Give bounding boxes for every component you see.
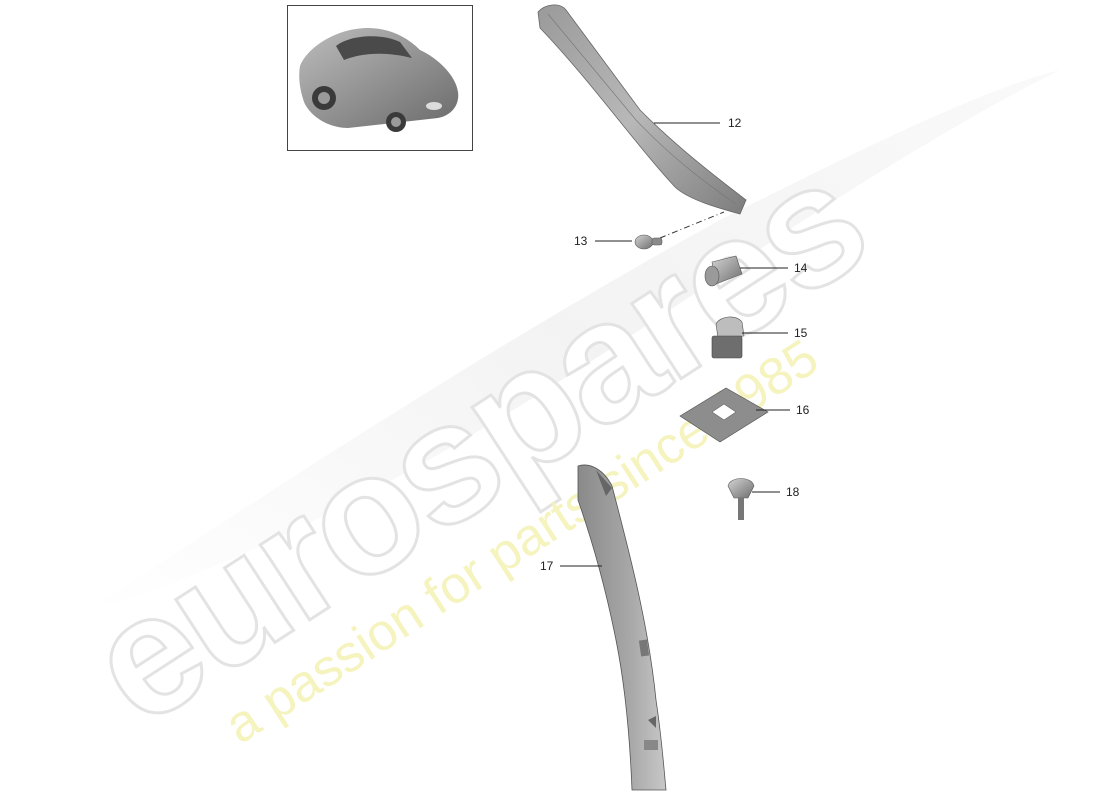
part-15-retaining-clip[interactable] bbox=[711, 316, 745, 359]
part-12-a-pillar[interactable] bbox=[537, 4, 747, 215]
callout-15[interactable]: 15 bbox=[794, 326, 808, 340]
part-17-b-pillar[interactable] bbox=[577, 464, 667, 791]
leader-lines bbox=[560, 122, 790, 567]
callout-14[interactable]: 14 bbox=[794, 261, 808, 275]
part-16-foam-pad[interactable] bbox=[679, 387, 769, 443]
part-13-clip[interactable] bbox=[634, 234, 663, 250]
car-icon bbox=[299, 28, 459, 132]
callout-17[interactable]: 17 bbox=[540, 559, 554, 573]
callout-16[interactable]: 16 bbox=[796, 403, 810, 417]
car-thumbnail bbox=[287, 5, 473, 151]
part-18-push-fastener[interactable] bbox=[727, 478, 755, 521]
part-14-rivet[interactable] bbox=[704, 255, 743, 287]
callout-13[interactable]: 13 bbox=[574, 234, 588, 248]
callout-18[interactable]: 18 bbox=[786, 485, 800, 499]
assembly-line bbox=[659, 211, 725, 239]
callout-12[interactable]: 12 bbox=[728, 116, 742, 130]
